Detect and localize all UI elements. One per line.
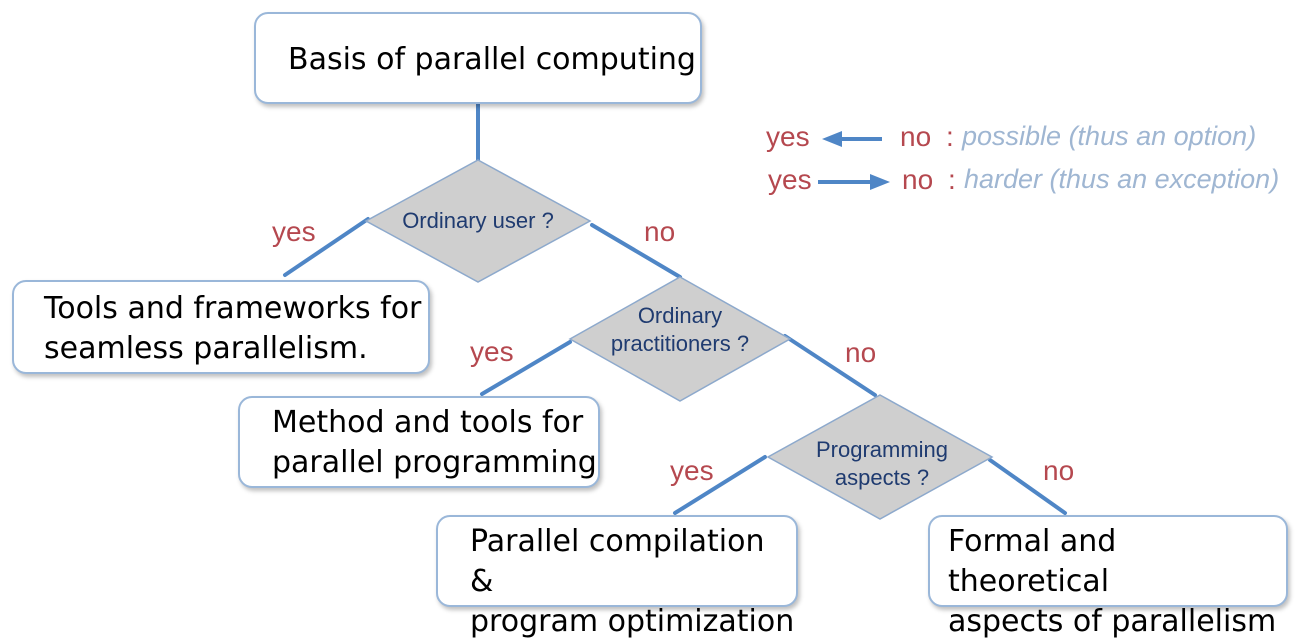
legend-arrowhead-right (870, 174, 890, 190)
outcome-parallel-compilation: Parallel compilation & program optimizat… (436, 515, 798, 639)
branch-label-d2-yes: yes (470, 336, 514, 367)
branch-label-d1-yes: yes (272, 216, 316, 247)
decision-programming-aspects: Programming aspects ? (782, 436, 982, 492)
decision-ordinary-practitioners-line1: Ordinary (637, 303, 723, 328)
decision-ordinary-user-label: Ordinary user ? (402, 208, 554, 233)
branch-label-d3-yes: yes (670, 455, 714, 486)
connector-d2-no (783, 334, 877, 397)
decision-programming-aspects-shape (766, 394, 994, 520)
connector-d3-no (988, 458, 1067, 515)
outcome-tools-frameworks: Tools and frameworks for seamless parall… (12, 280, 430, 374)
root-label: Basis of parallel computing (288, 42, 696, 77)
decision-ordinary-practitioners-shape (568, 276, 792, 402)
branch-label-d2-no: no (845, 337, 877, 368)
outcome-formal-theoretical: Formal and theoretical aspects of parall… (928, 515, 1288, 639)
decision-ordinary-practitioners-line2: practitioners ? (610, 331, 750, 356)
connector-d1-no (590, 223, 682, 279)
outcome-method-tools-line2: parallel programming (272, 445, 597, 480)
connector-d1-yes (283, 217, 370, 277)
connector-d2-yes (480, 340, 572, 396)
connector-d3-yes (673, 455, 767, 515)
outcome-parallel-compilation-line2: program optimization (470, 604, 795, 639)
legend-row2-sep: : (948, 164, 956, 195)
legend-row1-text: possible (thus an option) (962, 121, 1257, 151)
outcome-method-tools: Method and tools for parallel programmin… (238, 396, 600, 488)
legend-row2-no: no (902, 164, 934, 195)
legend-arrowhead-left (822, 131, 842, 147)
legend-row1-sep: : (946, 121, 954, 152)
legend-row2-text: harder (thus an exception) (964, 164, 1280, 194)
legend-row1-no: no (900, 121, 932, 152)
outcome-parallel-compilation-line1: Parallel compilation & (470, 524, 765, 599)
outcome-method-tools-line1: Method and tools for (272, 405, 584, 440)
outcome-tools-frameworks-line1: Tools and frameworks for (44, 291, 422, 326)
decision-programming-aspects-line1: Programming (815, 437, 949, 462)
outcome-tools-frameworks-line2: seamless parallelism. (44, 331, 368, 366)
decision-programming-aspects-line2: aspects ? (834, 465, 930, 490)
outcome-formal-theoretical-line2: aspects of parallelism (948, 604, 1277, 639)
legend-row1-yes: yes (766, 121, 810, 152)
decision-ordinary-user-shape (364, 159, 592, 283)
branch-label-d3-no: no (1043, 455, 1075, 486)
diagram-connectors (283, 102, 1067, 520)
decision-ordinary-practitioners: Ordinary practitioners ? (580, 302, 780, 358)
root-box: Basis of parallel computing (254, 12, 702, 104)
branch-label-d1-no: no (644, 216, 676, 247)
outcome-formal-theoretical-line1: Formal and theoretical (948, 524, 1117, 599)
legend-row2-yes: yes (768, 164, 812, 195)
decision-ordinary-user: Ordinary user ? (378, 207, 578, 235)
